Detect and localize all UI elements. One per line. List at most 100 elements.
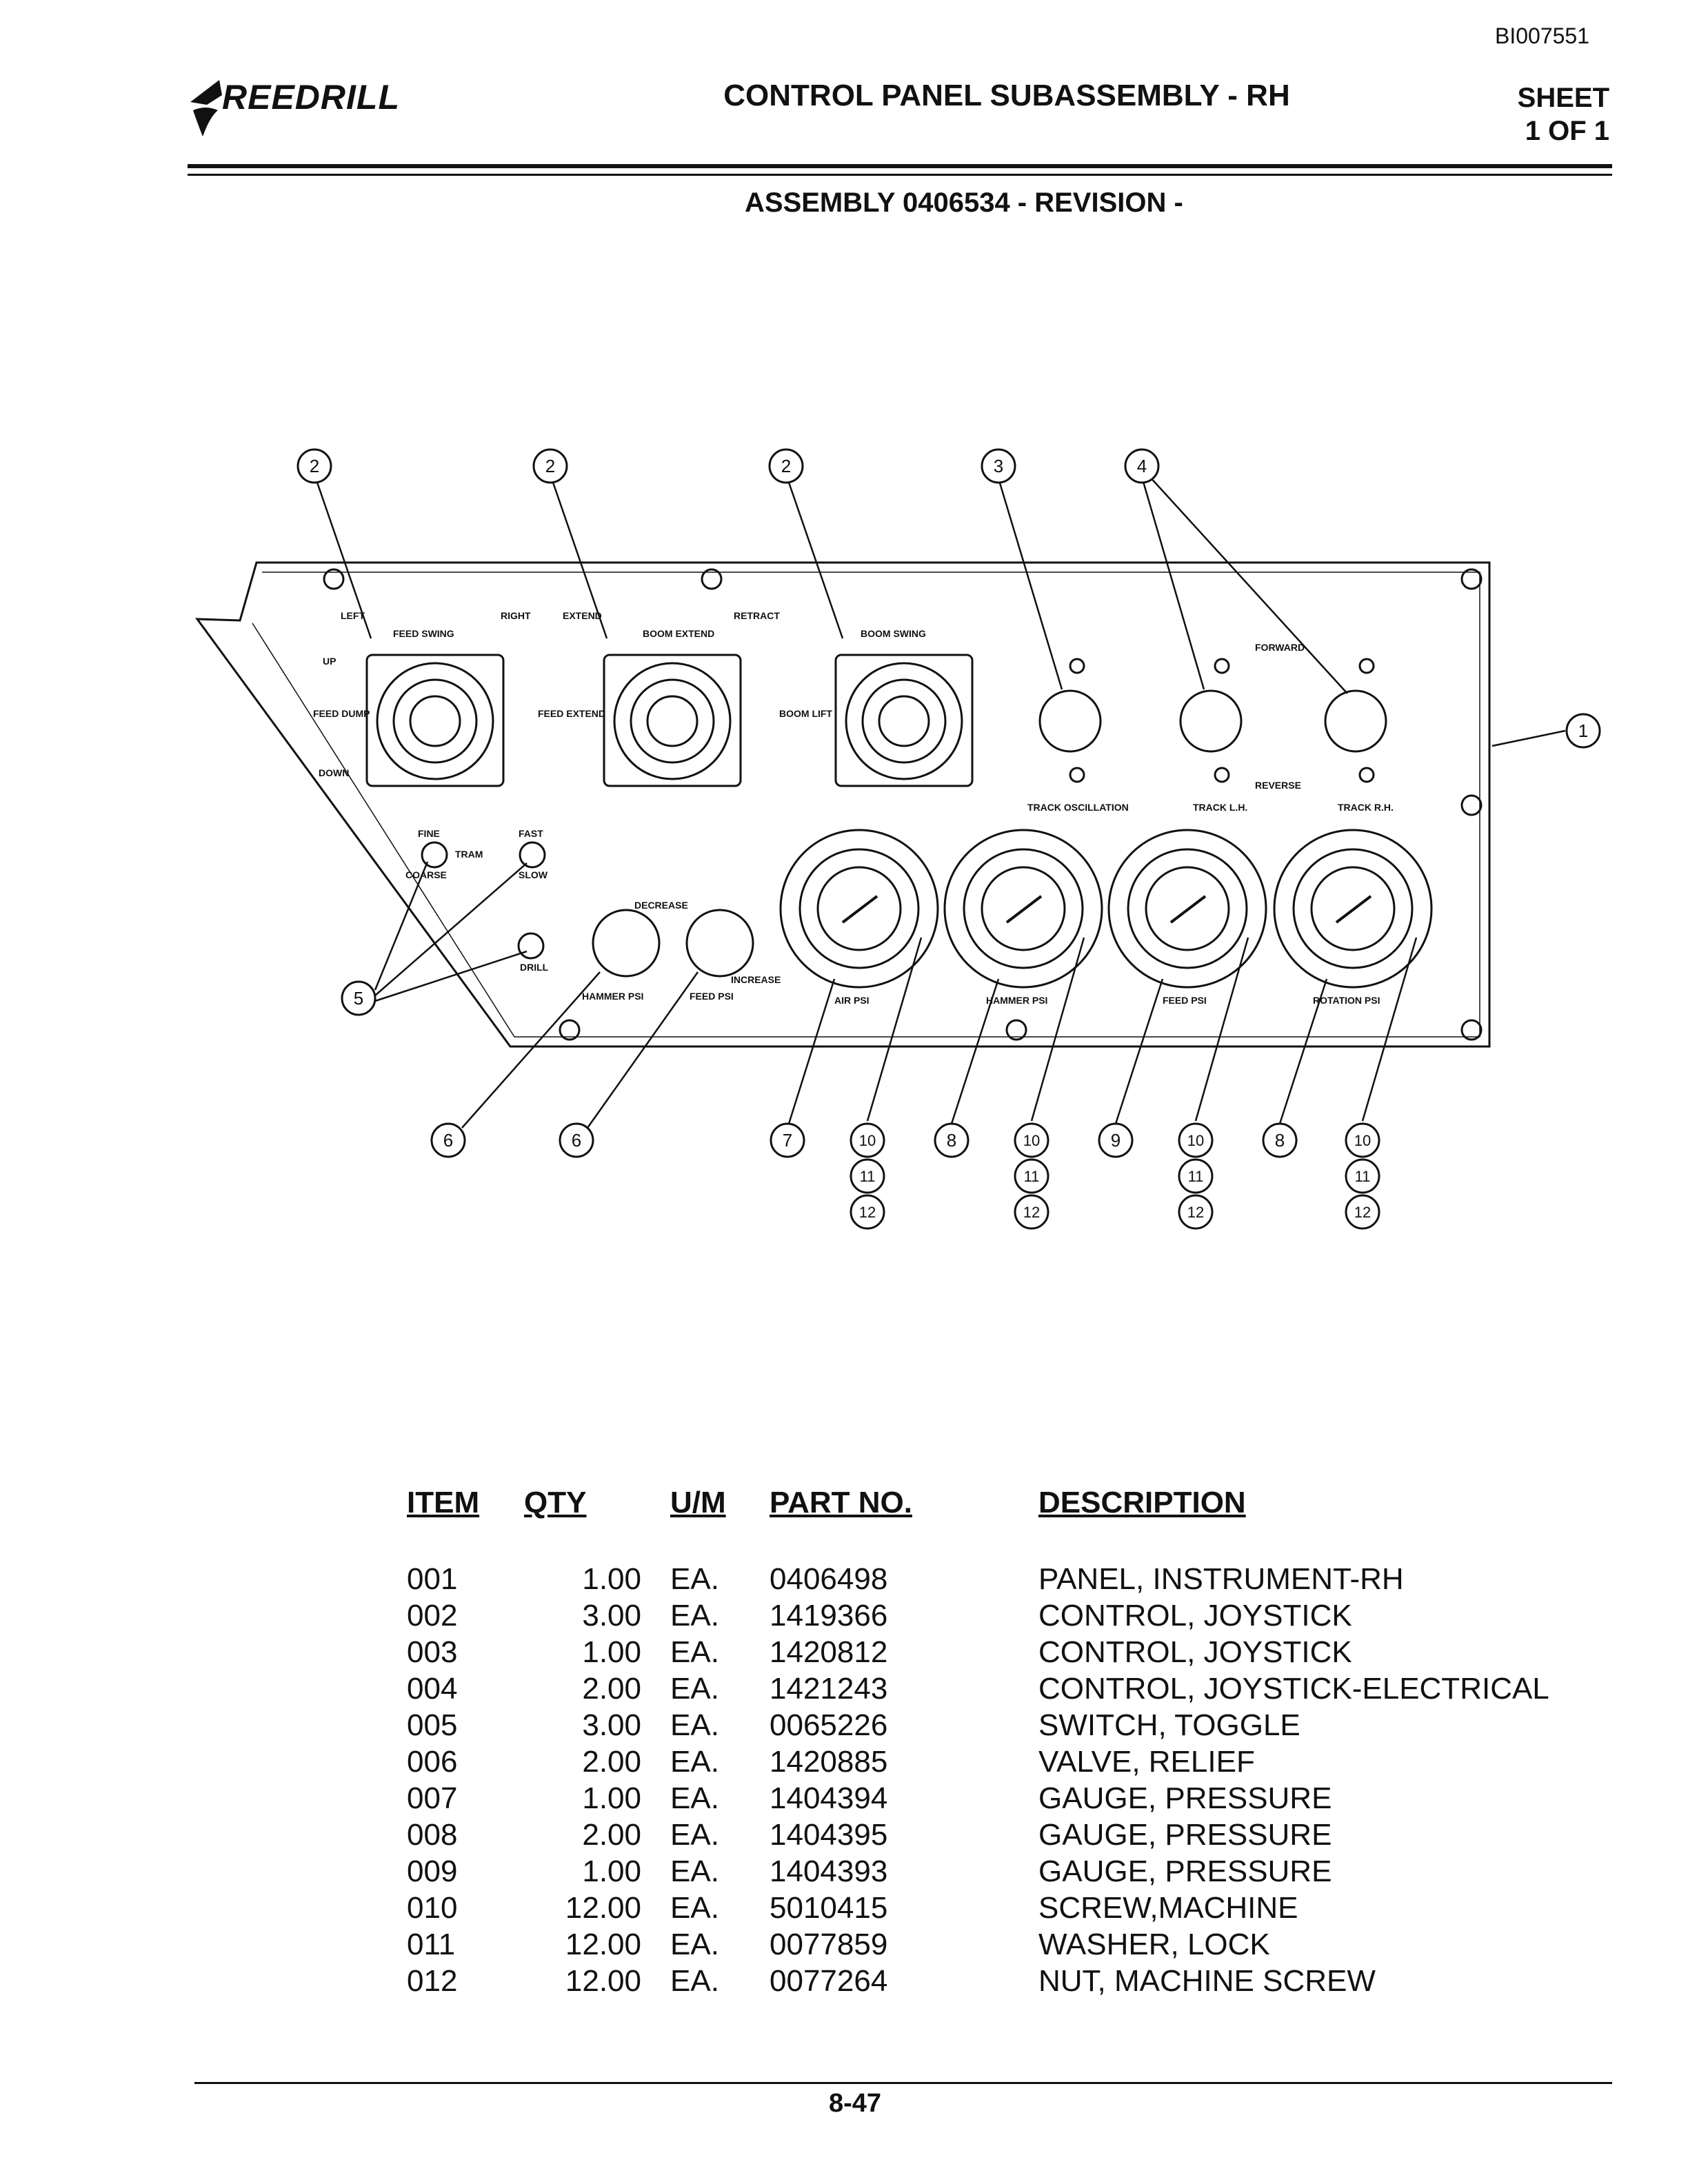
qty-cell: 1.00: [582, 1561, 641, 1596]
label-track-oscillation: TRACK OSCILLATION: [1027, 802, 1129, 813]
callout-4: [1124, 448, 1160, 484]
qty-cell: 12.00: [565, 1963, 641, 1998]
label-feed-psi-valve: FEED PSI: [690, 991, 734, 1002]
logo-emblem-icon: [190, 80, 222, 136]
qty-cell: 12.00: [565, 1927, 641, 1961]
svg-text:11: 11: [1355, 1168, 1371, 1185]
label-boom-lift: BOOM LIFT: [779, 708, 832, 719]
panel-outline: [194, 561, 1491, 1048]
label-up: UP: [323, 656, 336, 667]
item-cell: 011: [407, 1927, 456, 1961]
page-number: 8-47: [828, 2089, 882, 2118]
um-cell: EA.: [670, 1598, 719, 1632]
item-cell: 006: [407, 1744, 458, 1779]
item-cell: 002: [407, 1598, 458, 1632]
item-cell: 004: [407, 1671, 458, 1706]
um-cell: EA.: [670, 1854, 719, 1888]
label-feed-swing: FEED SWING: [393, 628, 454, 639]
qty-cell: 3.00: [582, 1708, 641, 1742]
item-cell: 003: [407, 1635, 458, 1669]
label-boom-swing: BOOM SWING: [861, 628, 926, 639]
svg-text:8: 8: [947, 1130, 956, 1151]
label-right: RIGHT: [501, 610, 531, 621]
label-reverse: REVERSE: [1255, 780, 1301, 791]
um-cell: EA.: [670, 1671, 719, 1706]
qty-cell: 1.00: [582, 1635, 641, 1669]
svg-text:2: 2: [545, 456, 555, 476]
label-hammer-psi-valve: HAMMER PSI: [582, 991, 643, 1002]
svg-text:2: 2: [310, 456, 319, 476]
svg-text:11: 11: [860, 1168, 876, 1185]
part-no-cell: 0065226: [770, 1708, 888, 1742]
qty-cell: 1.00: [582, 1781, 641, 1815]
callout-5: [341, 980, 376, 1016]
um-cell: EA.: [670, 1817, 719, 1852]
label-rotation-psi: ROTATION PSI: [1313, 995, 1380, 1006]
label-feed-extend: FEED EXTEND: [538, 708, 605, 719]
svg-text:10: 10: [1187, 1132, 1204, 1149]
document-id: BI007551: [1495, 23, 1590, 48]
description-cell: VALVE, RELIEF: [1038, 1744, 1255, 1779]
part-no-cell: 1421243: [770, 1671, 888, 1706]
description-cell: PANEL, INSTRUMENT-RH: [1038, 1561, 1404, 1596]
callout-2: [532, 448, 568, 484]
sheet-value: 1 OF 1: [1525, 116, 1609, 146]
description-cell: CONTROL, JOYSTICK: [1038, 1635, 1352, 1669]
sheet-indicator: SHEET 1 OF 1: [1462, 81, 1609, 148]
label-track-rh: TRACK R.H.: [1338, 802, 1394, 813]
um-cell: EA.: [670, 1890, 719, 1925]
label-left: LEFT: [341, 610, 365, 621]
callout-8: [934, 1122, 969, 1158]
part-no-cell: 1419366: [770, 1598, 888, 1632]
control-panel-diagram: FEED SWING BOOM EXTEND BOOM SWING LEFT R…: [194, 448, 1601, 1230]
svg-text:12: 12: [1354, 1204, 1371, 1221]
description-cell: SCREW,MACHINE: [1038, 1890, 1298, 1925]
um-cell: EA.: [670, 1635, 719, 1669]
svg-text:9: 9: [1111, 1130, 1121, 1151]
svg-text:11: 11: [1024, 1168, 1040, 1185]
label-feed-dump: FEED DUMP: [313, 708, 370, 719]
qty-cell: 1.00: [582, 1854, 641, 1888]
um-cell: EA.: [670, 1963, 719, 1998]
callout-2: [297, 448, 332, 484]
svg-text:6: 6: [572, 1130, 581, 1151]
description-cell: WASHER, LOCK: [1038, 1927, 1270, 1961]
callout-8: [1262, 1122, 1298, 1158]
label-fast: FAST: [519, 828, 543, 839]
part-no-cell: 0077264: [770, 1963, 888, 1998]
label-forward: FORWARD: [1255, 642, 1305, 653]
label-drill: DRILL: [520, 962, 549, 973]
svg-text:1: 1: [1578, 720, 1588, 741]
part-no-cell: 1404394: [770, 1781, 888, 1815]
label-coarse: COARSE: [405, 869, 447, 880]
label-slow: SLOW: [519, 869, 548, 880]
item-cell: 010: [407, 1890, 458, 1925]
part-no-cell: 0077859: [770, 1927, 888, 1961]
description-cell: CONTROL, JOYSTICK-ELECTRICAL: [1038, 1671, 1549, 1706]
part-no-cell: 5010415: [770, 1890, 888, 1925]
col-um: U/M: [670, 1486, 726, 1519]
callout-9: [1098, 1122, 1134, 1158]
part-no-cell: 1420885: [770, 1744, 888, 1779]
qty-cell: 2.00: [582, 1671, 641, 1706]
um-cell: EA.: [670, 1744, 719, 1779]
item-cell: 009: [407, 1854, 458, 1888]
svg-text:7: 7: [783, 1130, 792, 1151]
part-no-cell: 1404393: [770, 1854, 888, 1888]
footer-rule: [194, 2082, 1612, 2084]
svg-text:12: 12: [859, 1204, 876, 1221]
svg-text:5: 5: [354, 988, 363, 1009]
col-item: ITEM: [407, 1486, 480, 1519]
table-header-row: ITEM QTY U/M PART NO. DESCRIPTION: [407, 1485, 1659, 1561]
part-no-cell: 0406498: [770, 1561, 888, 1596]
qty-cell: 3.00: [582, 1598, 641, 1632]
label-fine: FINE: [418, 828, 440, 839]
description-cell: NUT, MACHINE SCREW: [1038, 1963, 1376, 1998]
header-rule-thick: [188, 164, 1612, 168]
callout-6: [430, 1122, 466, 1158]
